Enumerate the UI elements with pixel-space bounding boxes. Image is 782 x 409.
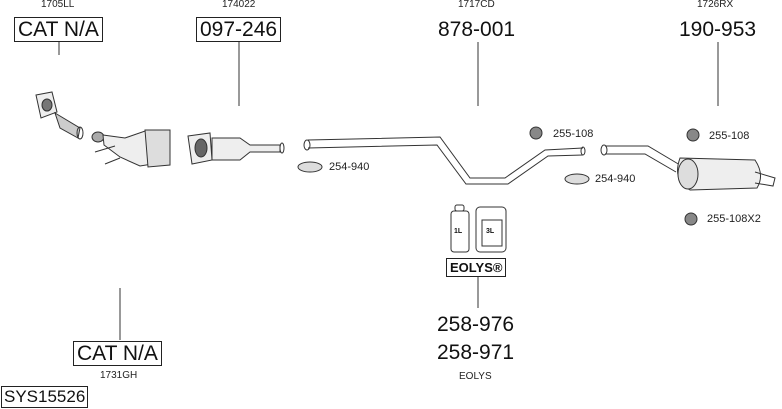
system-id-box: SYS15526 [1,386,89,408]
rubber-mount-icons [529,126,700,226]
front-cat-drawing [91,129,171,168]
leader-lines [58,42,719,340]
front-pipe-flex-drawing [35,91,84,140]
part-number[interactable]: 190-953 [679,18,757,41]
part-code-1726rx: 1726RX [697,0,734,10]
part-code-174022: 174022 [222,0,256,10]
bottle-3l-label: 3L [486,228,495,235]
part-code-1731gh: 1731GH [100,370,138,381]
cat-097-246-drawing [187,132,285,165]
part-code-1717cd: 1717CD [458,0,495,10]
eolys-bottles-drawing [450,204,507,253]
part-number-box[interactable]: CAT N/A [14,17,103,42]
part-code-eolys: EOLYS [459,371,492,382]
rear-silencer-drawing [600,144,776,191]
rubber-mount-label[interactable]: 255-108 [709,130,750,142]
eolys-brand-box: EOLYS® [446,258,507,277]
rubber-mount-label[interactable]: 255-108X2 [707,213,761,225]
eolys-part-number[interactable]: 258-976 [437,313,515,336]
eolys-part-number[interactable]: 258-971 [437,341,515,364]
bottle-1l-label: 1L [454,228,463,235]
part-code-1705ll: 1705LL [41,0,75,10]
part-number[interactable]: 878-001 [438,18,516,41]
clamp-label[interactable]: 254-940 [595,173,636,185]
clamp-icons [297,161,590,185]
part-number-box[interactable]: CAT N/A [73,341,162,366]
clamp-label[interactable]: 254-940 [329,161,370,173]
part-number-box[interactable]: 097-246 [196,17,282,42]
middle-pipe-drawing [303,136,586,185]
rubber-mount-label[interactable]: 255-108 [553,128,594,140]
